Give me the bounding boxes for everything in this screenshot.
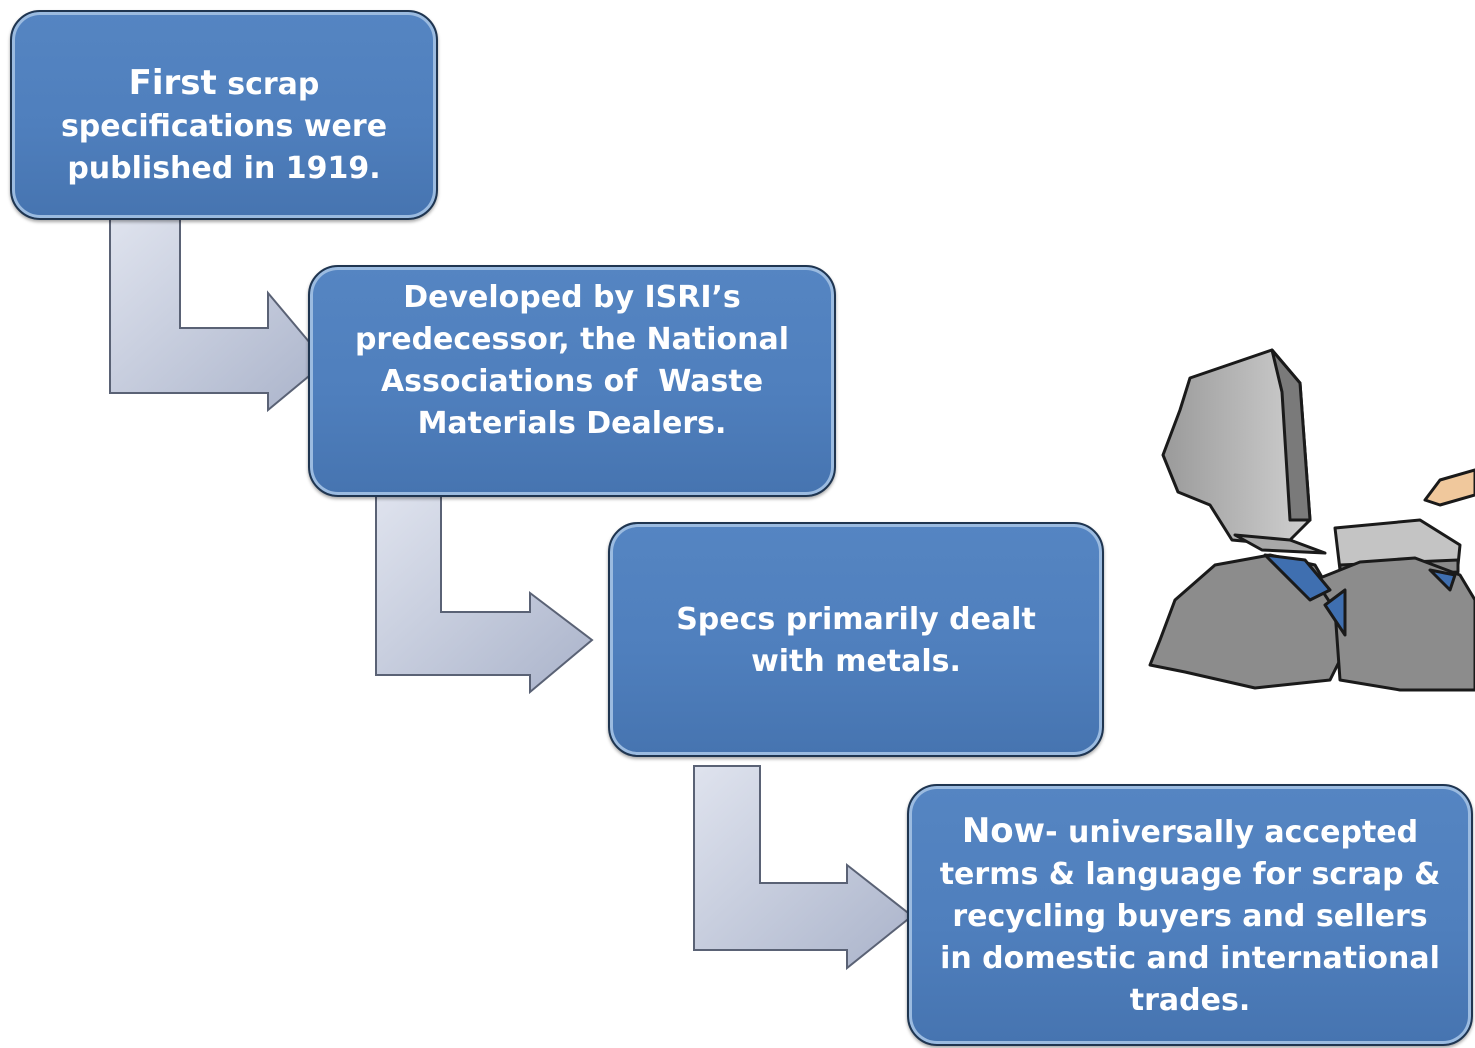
step-box-1: First scrap specifications were publishe… <box>10 10 438 220</box>
computer-clipart <box>1148 348 1475 692</box>
step-4-lead: Now <box>961 811 1046 851</box>
step-4-text-a: - universally accepted <box>1045 815 1419 850</box>
step-4-line-3: recycling buyers and sellers <box>952 899 1428 934</box>
step-1-line-2: specifications were <box>60 109 388 144</box>
step-box-2: Developed by ISRI’s predecessor, the Nat… <box>308 265 836 497</box>
step-1-line-3: published in 1919. <box>67 151 381 186</box>
step-1-line-1: First scrap <box>24 62 424 106</box>
step-3-line-1: Specs primarily dealt <box>676 602 1036 637</box>
bent-arrow-3 <box>693 765 914 971</box>
step-4-line-2: terms & language for scrap & <box>939 857 1441 892</box>
bent-arrow-1 <box>109 217 328 413</box>
step-2-line-2: predecessor, the National <box>354 322 790 357</box>
step-2-line-3: Associations of Waste <box>380 364 764 399</box>
step-box-3: Specs primarily dealt with metals. <box>608 522 1104 757</box>
step-1-text-a: scrap <box>227 67 320 102</box>
bent-arrow-2 <box>375 494 594 695</box>
step-box-4: Now- universally accepted terms & langua… <box>907 784 1473 1046</box>
step-2-line-4: Materials Dealers. <box>417 406 727 441</box>
step-4-line-1: Now- universally accepted <box>921 810 1459 854</box>
step-3-line-2: with metals. <box>751 644 961 679</box>
step-1-lead: First <box>128 63 217 103</box>
step-2-line-1: Developed by ISRI’s <box>403 280 741 315</box>
step-4-line-5: trades. <box>1129 983 1251 1018</box>
step-4-line-4: in domestic and international <box>940 941 1440 976</box>
